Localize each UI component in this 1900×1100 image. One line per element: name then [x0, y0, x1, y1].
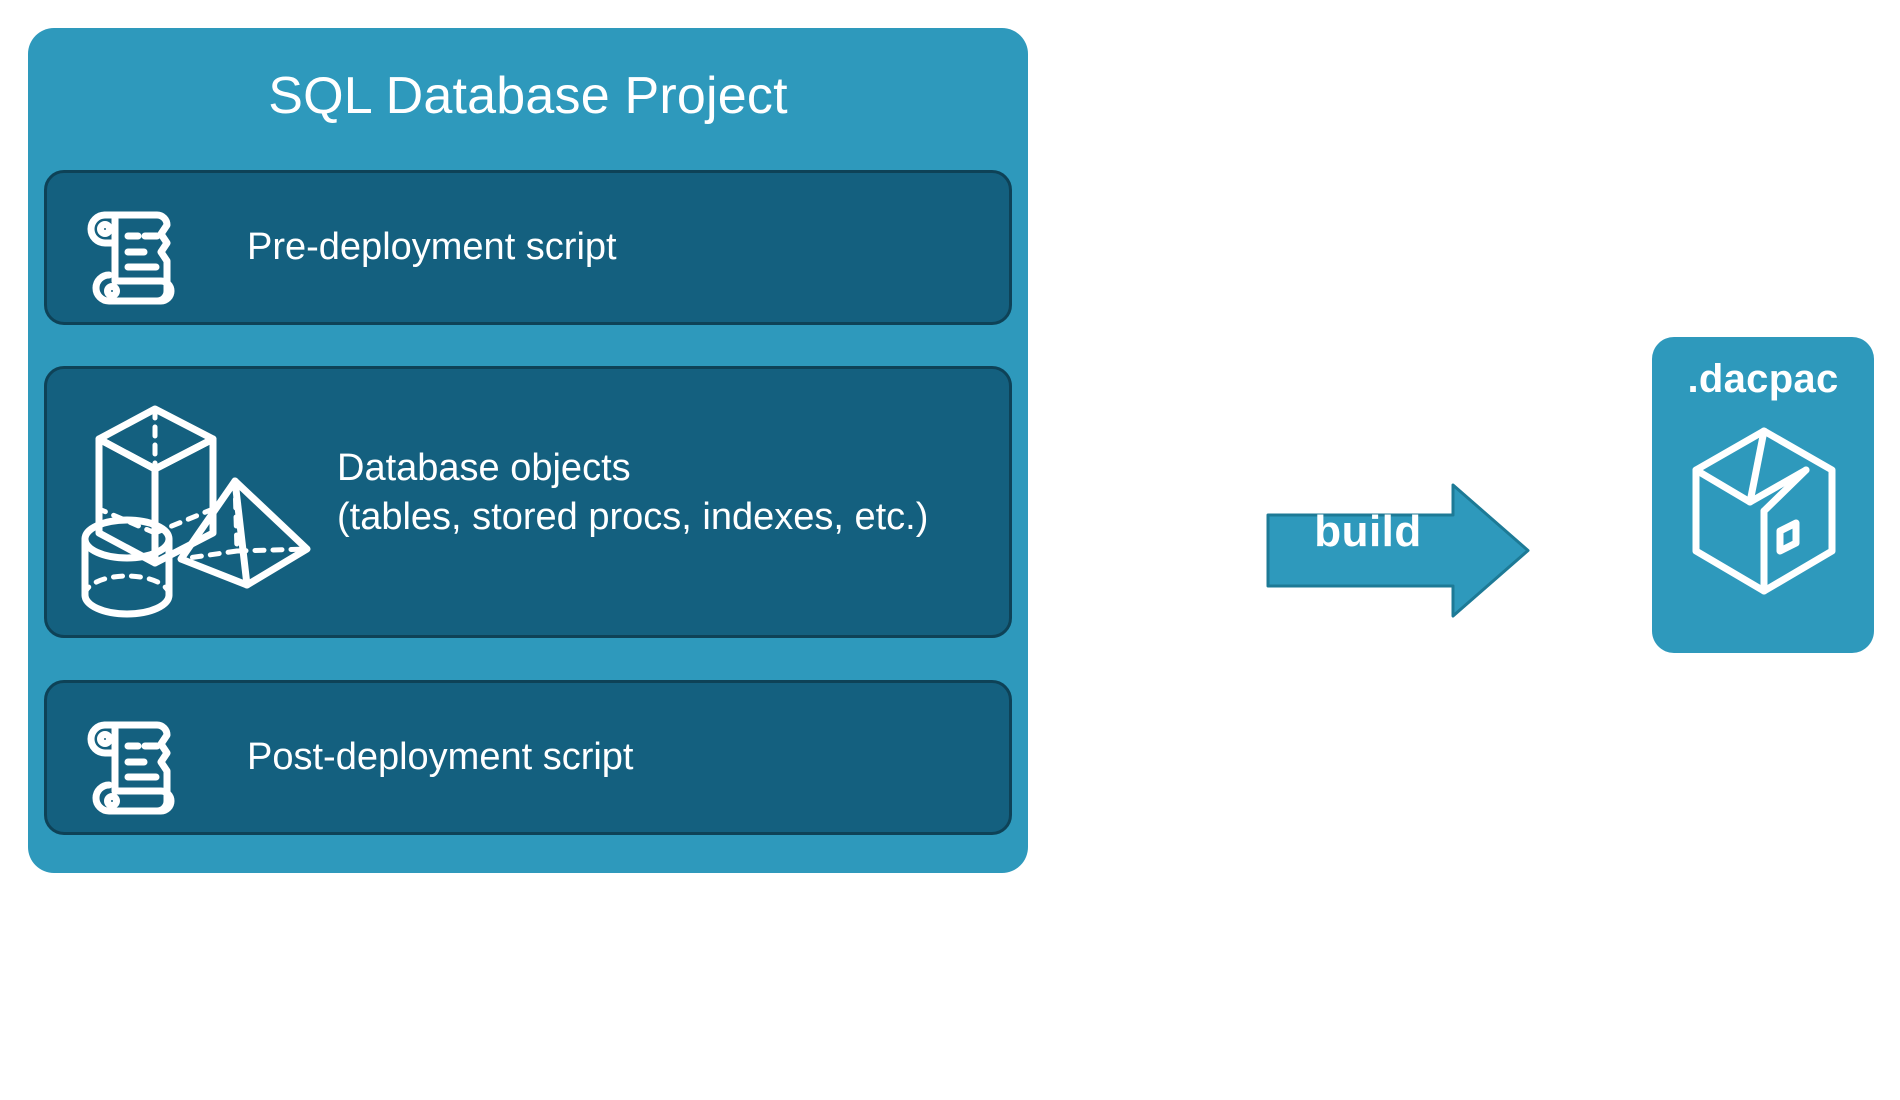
build-arrow	[1266, 483, 1530, 618]
sql-database-project-panel: SQL Database Project	[28, 28, 1028, 873]
scroll-icon	[75, 705, 195, 817]
dacpac-label: .dacpac	[1687, 357, 1839, 401]
card-pre-deployment-script[interactable]: Pre-deployment script	[44, 170, 1012, 325]
card-database-objects[interactable]: Database objects (tables, stored procs, …	[44, 366, 1012, 638]
3d-shapes-icon	[67, 385, 327, 625]
dacpac-output-tile[interactable]: .dacpac	[1652, 337, 1874, 653]
panel-title: SQL Database Project	[268, 67, 788, 125]
card-post-deployment-script[interactable]: Post-deployment script	[44, 680, 1012, 835]
package-box-icon	[1688, 423, 1840, 613]
right-arrow-icon	[1266, 483, 1530, 618]
card-pre-deployment-label: Pre-deployment script	[247, 226, 617, 268]
card-database-objects-label: Database objects (tables, stored procs, …	[337, 447, 929, 538]
card-post-deployment-label: Post-deployment script	[247, 736, 634, 778]
scroll-icon	[75, 195, 195, 307]
build-arrow-label: build	[1314, 507, 1422, 556]
